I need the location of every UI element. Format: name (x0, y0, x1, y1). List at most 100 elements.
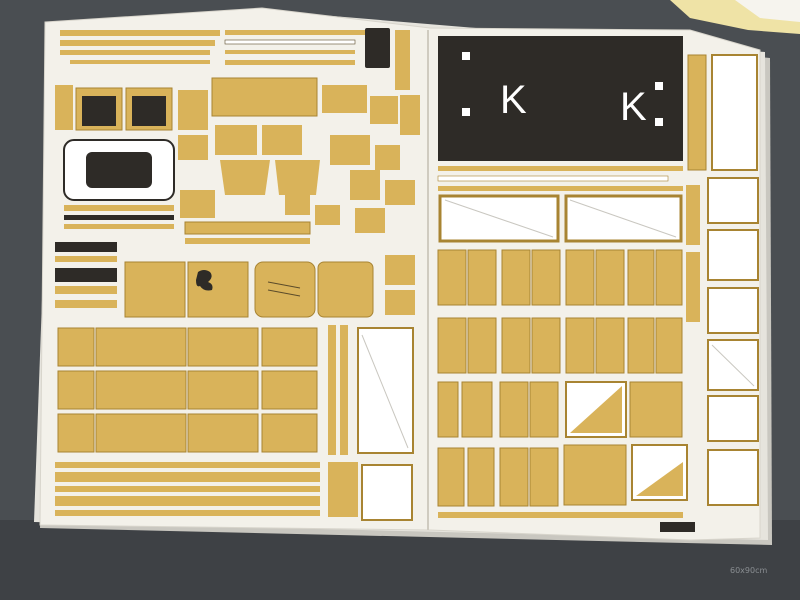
panel-section (187, 370, 259, 410)
panel-section (95, 327, 187, 367)
door-part (499, 381, 529, 438)
part-block (350, 170, 380, 200)
part-long-strip (438, 166, 683, 171)
part-strip (225, 60, 355, 65)
part-long (184, 221, 311, 235)
panel-text-lines (267, 289, 301, 297)
part-strip-vertical (328, 325, 336, 455)
part-block (315, 205, 340, 225)
panel-section (57, 413, 95, 453)
panel-diagonal (711, 344, 755, 387)
door-part (529, 447, 559, 507)
dark-wall-panel (438, 36, 683, 161)
door-part (627, 317, 655, 374)
part-strip-dark (64, 215, 174, 220)
door-part (655, 249, 683, 306)
dark-panel-small (365, 28, 390, 68)
panel-white (361, 464, 413, 521)
part-block (328, 462, 358, 517)
part-tall (686, 252, 700, 322)
part-block (178, 135, 208, 160)
paper-scrap-white (735, 0, 800, 22)
panel-white-tall (711, 54, 758, 171)
part-block (55, 85, 73, 130)
part-long-strip (55, 462, 320, 468)
panel-large (317, 261, 374, 318)
door-part (529, 381, 559, 438)
panel-diagonal-fill (636, 462, 683, 496)
panel-white-small (707, 229, 759, 281)
panel-text-lines (267, 281, 301, 289)
panel-large (124, 261, 186, 318)
door-part (629, 381, 683, 438)
door-part (531, 249, 561, 306)
part-strip (60, 50, 210, 55)
door-part (461, 381, 493, 438)
part-block (215, 125, 257, 155)
window-dark (82, 96, 116, 126)
panel-large (254, 261, 316, 318)
door-part (565, 249, 595, 306)
part-strip-vertical (340, 325, 348, 455)
letter-mark-left: K (500, 78, 527, 122)
panel-white-small (707, 287, 759, 334)
part-block (330, 135, 370, 165)
door-part (501, 317, 531, 374)
door-part (467, 249, 497, 306)
part-long-strip (438, 512, 683, 518)
door-part (501, 249, 531, 306)
door-part (437, 447, 465, 507)
panel-diagonal-fill (570, 386, 622, 433)
part-block (355, 208, 385, 233)
panel-section (95, 370, 187, 410)
part-strip-dark (55, 242, 117, 252)
part-strip (224, 39, 356, 45)
frame-dark (86, 152, 152, 188)
part-long-strip (55, 510, 320, 516)
part-block (385, 180, 415, 205)
door-part (437, 381, 459, 438)
right-page-parts: K K (437, 36, 759, 532)
part-strip (60, 30, 220, 36)
panel-white-small (707, 177, 759, 224)
door-part (467, 447, 495, 507)
panel-section (261, 370, 318, 410)
part-block (375, 145, 400, 170)
door-part (563, 444, 627, 506)
part-block (385, 255, 415, 285)
part-strip (225, 50, 355, 54)
panel-white-small (707, 449, 759, 506)
part-trapezoid (275, 160, 320, 195)
panel-tab (655, 82, 663, 90)
part-long-strip (438, 186, 683, 191)
letter-mark-right: K (620, 85, 647, 129)
panel-section (57, 327, 95, 367)
part-long-strip (437, 175, 669, 182)
door-part (437, 317, 467, 374)
part-trapezoid (220, 160, 270, 195)
part-long-strip (55, 496, 320, 506)
panel-white (357, 327, 414, 454)
part-strip (64, 224, 174, 229)
part-strip (225, 30, 365, 35)
door-part (467, 317, 497, 374)
part-block (262, 125, 302, 155)
part-strip-dark (55, 268, 117, 282)
panel-diagonal (444, 199, 554, 238)
part-strip (55, 300, 117, 308)
part-tall (686, 185, 700, 245)
panel-section (261, 327, 318, 367)
part-strip (395, 30, 410, 90)
part-block (211, 77, 318, 117)
part-block (370, 96, 398, 124)
panel-section (95, 413, 187, 453)
part-tall (687, 54, 707, 171)
part-long-strip (55, 472, 320, 482)
panel-tab (462, 108, 470, 116)
panel-white-small (707, 395, 759, 442)
panel-tab (655, 118, 663, 126)
part-strip (60, 40, 215, 46)
part-dark-tab (660, 522, 695, 532)
panel-section (57, 370, 95, 410)
